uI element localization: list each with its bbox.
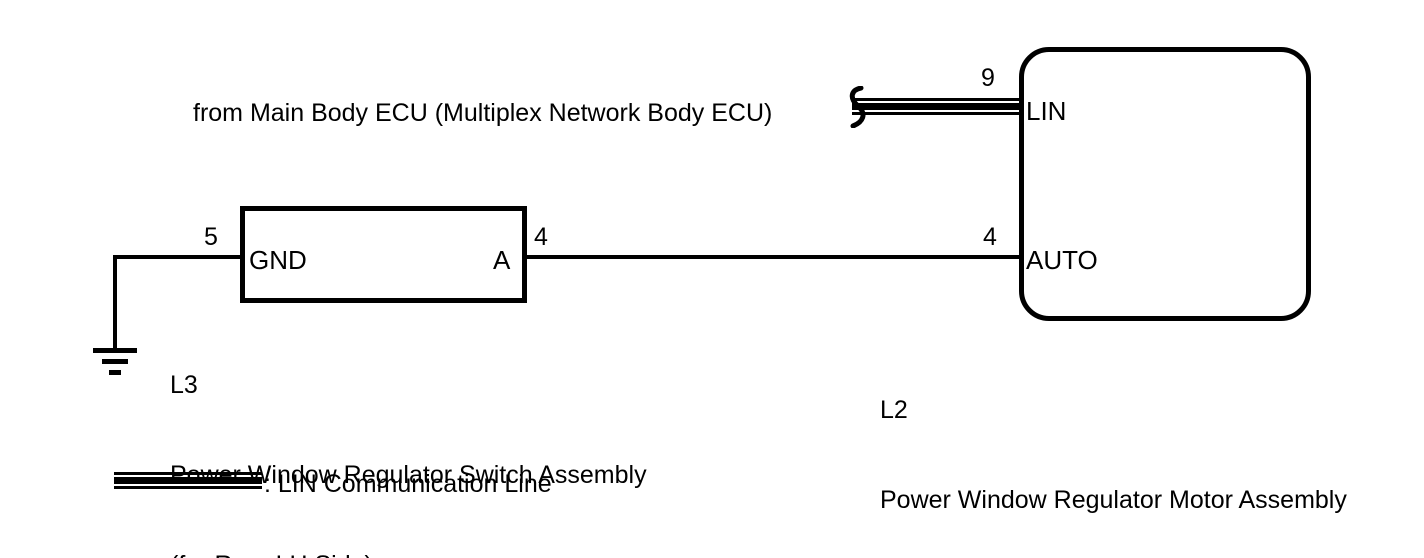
- port-label-auto: AUTO: [1026, 245, 1098, 275]
- pin-label-gnd-5: 5: [204, 223, 218, 251]
- lin-communication-line: [852, 98, 1022, 115]
- legend-lin-symbol: [114, 472, 262, 489]
- motor-assembly-block: [1019, 47, 1311, 321]
- lin-bar-middle: [852, 103, 1022, 110]
- pin-label-lin-9: 9: [981, 64, 995, 92]
- wire-gnd-horizontal: [113, 255, 241, 259]
- switch-block-qualifier: (for Rear LH Side): [170, 550, 647, 558]
- port-label-lin: LIN: [1026, 96, 1067, 126]
- wire-gnd-vertical: [113, 255, 117, 350]
- motor-block-name: Power Window Regulator Motor Assembly: [880, 486, 1347, 514]
- pin-label-auto-4: 4: [983, 223, 997, 251]
- legend-lin-bar-bottom: [114, 486, 262, 489]
- wire-switch-a-to-motor-auto: [527, 255, 1020, 259]
- port-label-gnd: GND: [249, 245, 307, 275]
- switch-block-code: L3: [170, 371, 198, 399]
- ground-bar-1: [93, 348, 137, 353]
- motor-block-caption: L2 Power Window Regulator Motor Assembly…: [880, 335, 1347, 558]
- port-label-a: A: [493, 245, 511, 275]
- legend-lin-bar-middle: [114, 477, 262, 484]
- ground-bar-3: [109, 370, 121, 375]
- switch-block-name: Power Window Regulator Switch Assembly: [170, 461, 647, 489]
- switch-assembly-block: [240, 206, 527, 303]
- legend-text: : LIN Communication Line: [264, 470, 552, 498]
- source-label: from Main Body ECU (Multiplex Network Bo…: [193, 99, 773, 127]
- lin-bar-bottom: [852, 112, 1022, 115]
- legend-lin-bar-top: [114, 472, 262, 475]
- lin-bar-top: [852, 98, 1022, 101]
- switch-block-caption: L3 Power Window Regulator Switch Assembl…: [170, 310, 647, 558]
- pin-label-a-4: 4: [534, 223, 548, 251]
- motor-block-code: L2: [880, 396, 908, 424]
- ground-bar-2: [102, 359, 128, 364]
